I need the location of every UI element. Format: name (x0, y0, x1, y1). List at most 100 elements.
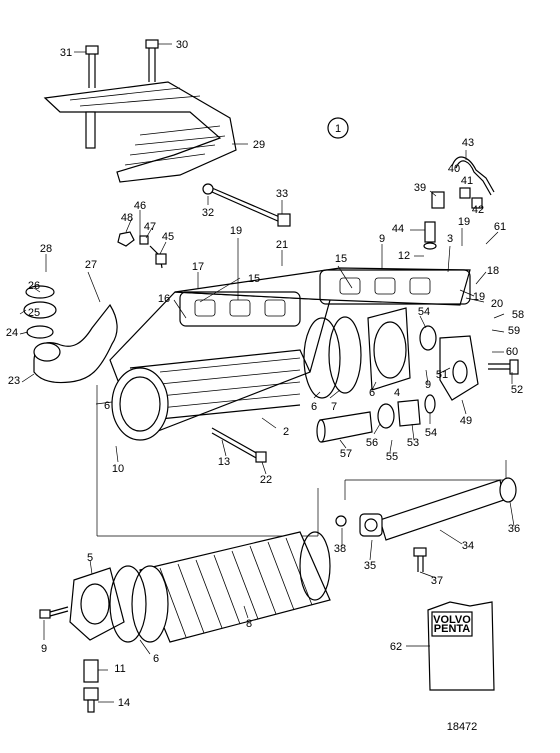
callout-c27: 27 (85, 259, 97, 271)
callout-c39: 39 (414, 182, 426, 194)
callout-c30: 30 (176, 39, 188, 51)
fitting-group-39-42 (431, 187, 483, 209)
callout-c60: 60 (506, 346, 518, 358)
callout-c43: 43 (462, 137, 474, 149)
heat-shield-29 (43, 81, 237, 183)
bolt-9 (39, 606, 69, 619)
callout-c32: 32 (202, 207, 214, 219)
connector-53-56 (377, 394, 436, 429)
callout-c9c: 9 (41, 643, 47, 655)
bolt-33 (202, 183, 291, 227)
callout-c25: 25 (28, 307, 40, 319)
bolt-52 (488, 359, 519, 375)
callout-c8: 8 (246, 618, 252, 630)
callout-c12: 12 (398, 250, 410, 262)
callout-c38: 38 (334, 543, 346, 555)
callout-c7: 7 (331, 401, 337, 413)
callout-c37: 37 (431, 575, 443, 587)
drawing-id: 18472 (447, 721, 478, 733)
callout-c35: 35 (364, 560, 376, 572)
callout-c6b: 6 (311, 401, 317, 413)
callout-c15a: 15 (248, 273, 260, 285)
callout-c31: 31 (60, 47, 72, 59)
callout-c58: 58 (512, 309, 524, 321)
nut-46-48 (117, 231, 149, 247)
callout-c56: 56 (366, 437, 378, 449)
sensor-cable-43 (451, 156, 495, 196)
callout-c55: 55 (386, 451, 398, 463)
callout-c54a: 54 (418, 306, 430, 318)
callout-c34: 34 (462, 540, 474, 552)
diagram-number: 1 (335, 123, 341, 135)
callout-c23: 23 (8, 375, 20, 387)
callout-c33: 33 (276, 188, 288, 200)
callout-c29: 29 (253, 139, 265, 151)
callout-c26: 26 (28, 280, 40, 292)
callout-c6a: 6 (104, 400, 110, 412)
cooling-pipe-34 (335, 477, 517, 541)
callout-c9a: 9 (379, 233, 385, 245)
callout-c40: 40 (448, 163, 460, 175)
leader-bracket-right (344, 460, 507, 500)
callout-c53: 53 (407, 437, 419, 449)
zinc-anode-11-14 (83, 659, 99, 713)
callout-c17: 17 (192, 261, 204, 273)
bolt-30 (145, 39, 159, 82)
callout-c51: 51 (436, 369, 448, 381)
callout-c46: 46 (134, 200, 146, 212)
callout-c48: 48 (121, 212, 133, 224)
gasket-6-7 (303, 316, 362, 399)
callout-c14: 14 (118, 697, 130, 709)
callout-c21: 21 (276, 239, 288, 251)
callout-c13: 13 (218, 456, 230, 468)
callout-c16: 16 (158, 293, 170, 305)
booklet-brand-line2: PENTA (434, 623, 471, 635)
exhaust-manifold-body-2 (109, 267, 471, 441)
callout-c24: 24 (6, 327, 18, 339)
callout-c41: 41 (461, 175, 473, 187)
callout-c52: 52 (511, 384, 523, 396)
callout-c11: 11 (114, 663, 125, 675)
end-flange-4 (367, 307, 411, 391)
callout-c15b: 15 (335, 253, 347, 265)
diagram-number-badge: 1 (327, 117, 349, 139)
callout-c19c: 19 (473, 291, 485, 303)
bolt-13-22 (211, 427, 267, 463)
tube-57 (316, 411, 373, 443)
callout-c6d: 6 (153, 653, 159, 665)
callout-c47: 47 (144, 221, 156, 233)
end-cover-5 (69, 567, 125, 641)
callout-c2: 2 (283, 426, 289, 438)
callout-c10: 10 (112, 463, 124, 475)
booklet-brand-line1: VOLVO (433, 614, 471, 626)
callout-c54b: 54 (425, 427, 437, 439)
callout-c3: 3 (447, 233, 453, 245)
callout-c44: 44 (392, 223, 404, 235)
callout-c4: 4 (394, 387, 400, 399)
callout-c5: 5 (87, 552, 93, 564)
exhaust-elbow-23 (33, 303, 118, 384)
callout-c22: 22 (260, 474, 272, 486)
callout-c18: 18 (487, 265, 499, 277)
callout-c9b: 9 (425, 379, 431, 391)
callout-c59: 59 (508, 325, 520, 337)
leader-lines (19, 43, 515, 703)
bolt-37 (413, 547, 427, 572)
bolt-31 (85, 45, 99, 88)
callout-c42: 42 (472, 204, 484, 216)
callout-c28: 28 (40, 243, 52, 255)
callout-c49: 49 (460, 415, 472, 427)
elbow-45 (149, 245, 167, 269)
manual-booklet-62 (427, 601, 495, 691)
callout-c36: 36 (508, 523, 520, 535)
callout-c6c: 6 (369, 387, 375, 399)
callout-c19b: 19 (458, 216, 470, 228)
callout-c62: 62 (390, 641, 402, 653)
callout-c57: 57 (340, 448, 352, 460)
sensor-44 (423, 221, 437, 250)
tube-stack-8 (131, 531, 331, 643)
callout-c20: 20 (491, 298, 503, 310)
